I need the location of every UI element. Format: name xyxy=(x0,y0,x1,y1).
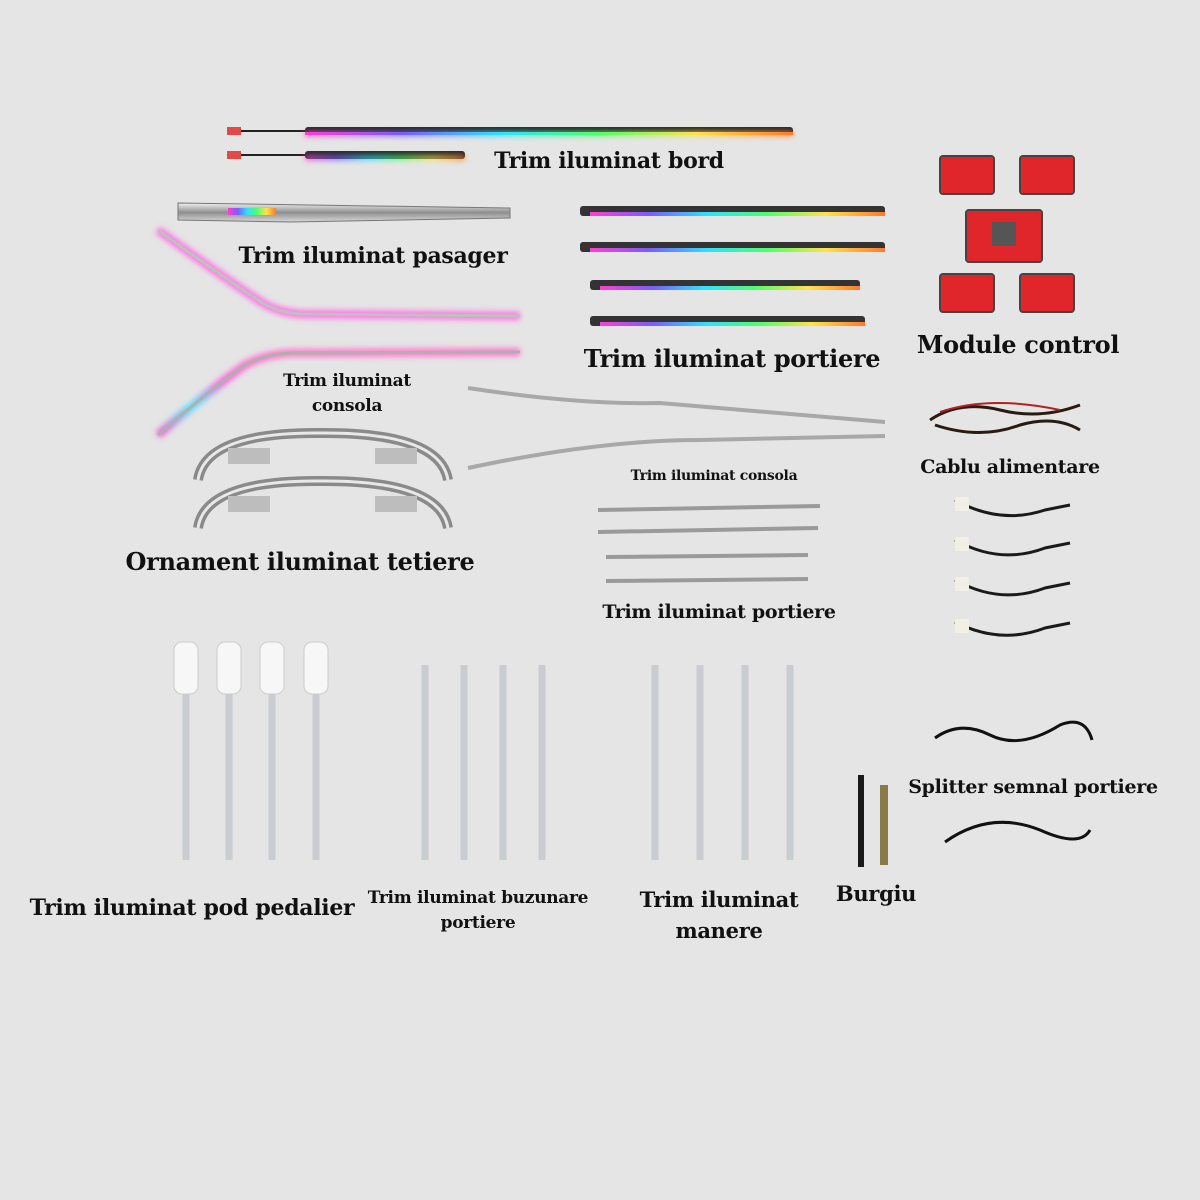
label-trim-portiere-mid: Trim iluminat portiere xyxy=(602,601,836,623)
door-chrome-strips xyxy=(597,504,821,583)
passenger-trim-strips xyxy=(177,202,511,223)
control-modules xyxy=(939,155,1075,313)
label-trim-buzunare-line2: portiere xyxy=(440,913,516,933)
footwell-lights xyxy=(173,641,329,860)
console-trim-strips xyxy=(155,226,521,439)
label-module-control: Module control xyxy=(916,330,1120,359)
label-cablu-alimentare: Cablu alimentare xyxy=(920,456,1100,478)
console-chrome-strips xyxy=(467,386,886,470)
label-splitter: Splitter semnal portiere xyxy=(908,776,1158,798)
door-signal-harnesses xyxy=(954,497,1071,637)
label-trim-buzunare: Trim iluminat buzunare portiere xyxy=(367,886,589,936)
label-trim-consola-left: Trim iluminat consola xyxy=(283,369,411,419)
power-cable xyxy=(929,402,1081,434)
drill-bit xyxy=(858,775,888,867)
door-rgb-strips xyxy=(580,206,885,326)
label-trim-portiere-top: Trim iluminat portiere xyxy=(583,344,881,373)
label-trim-consola-left-line1: Trim iluminat xyxy=(283,371,411,391)
label-trim-pod-pedalier: Trim iluminat pod pedalier xyxy=(29,895,355,921)
headrest-ornaments xyxy=(193,427,453,530)
dashboard-light-strips xyxy=(227,127,793,160)
label-ornament-tetiere: Ornament iluminat tetiere xyxy=(125,547,475,576)
label-trim-bord: Trim iluminat bord xyxy=(494,148,724,174)
label-trim-manere-line1: Trim iluminat xyxy=(639,887,799,912)
label-trim-buzunare-line1: Trim iluminat buzunare xyxy=(367,888,589,908)
label-trim-consola-mid: Trim iluminat consola xyxy=(630,468,798,484)
label-trim-manere-line2: manere xyxy=(675,918,763,943)
label-burgiu: Burgiu xyxy=(835,881,917,906)
handle-lights xyxy=(651,665,794,860)
splitter-cables xyxy=(934,720,1094,844)
door-pocket-lights xyxy=(421,665,546,860)
label-trim-manere: Trim iluminat manere xyxy=(640,884,799,946)
label-trim-consola-left-line2: consola xyxy=(311,396,383,416)
label-trim-pasager: Trim iluminat pasager xyxy=(238,243,508,269)
